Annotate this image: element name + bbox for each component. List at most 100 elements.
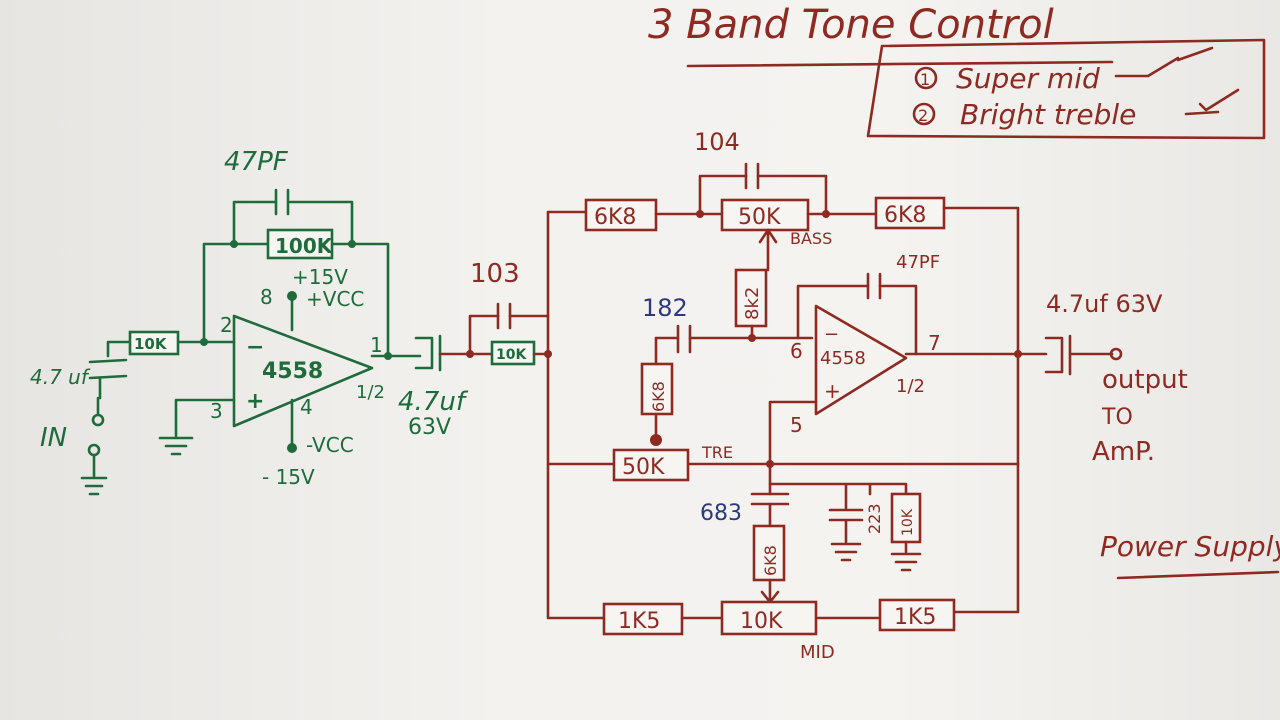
note-2-switch-icon	[1184, 88, 1240, 116]
note-1-number: 1	[920, 70, 930, 89]
tone-1k5-left-label: 1K5	[618, 609, 660, 634]
preamp-plus-sign: +	[246, 389, 264, 414]
power-supply-label: Power Supply	[1100, 530, 1280, 563]
mid-label: MID	[800, 642, 835, 663]
mid-pot	[720, 600, 818, 636]
preamp-input-cap-label: 4.7 uf	[30, 365, 91, 389]
note-super-mid: Super mid	[956, 62, 1100, 95]
tone-47pf-cap-icon	[866, 272, 882, 300]
tone-182-cap-icon	[676, 324, 692, 354]
junction-dot	[1014, 350, 1022, 358]
preamp-half-label: 1/2	[356, 382, 385, 403]
preamp-pin-8: 8	[260, 285, 273, 309]
preamp-opamp-triangle-icon	[232, 314, 374, 428]
input-terminal	[91, 413, 105, 427]
tone-104-label: 104	[694, 128, 740, 156]
output-cap-icon	[1044, 334, 1072, 376]
preamp-output-cap-label: 4.7uf	[398, 387, 469, 417]
preamp-47pf-wires	[232, 200, 354, 244]
tone-ic-label: 4558	[820, 348, 866, 369]
tone-683-label: 683	[700, 501, 742, 526]
preamp-pin-3: 3	[210, 399, 223, 423]
junction-dot	[200, 338, 208, 346]
tone-8k2-resistor	[734, 268, 768, 328]
preamp-ic-label: 4558	[262, 359, 323, 384]
ground-icon	[80, 454, 108, 496]
tone-683-cap-icon	[750, 492, 790, 506]
left-bus-wire	[546, 210, 606, 620]
tone-223-label: 223	[865, 503, 884, 534]
note-1-circle	[914, 66, 938, 90]
preamp-supply-neg: - 15V	[262, 465, 315, 489]
tone-noninv-wire	[768, 400, 818, 466]
tone-6k8-mid-label: 6K8	[761, 545, 780, 576]
preamp-vee-terminal	[287, 443, 297, 453]
treble-pot-label: 50K	[622, 455, 665, 480]
preamp-minus-sign: −	[246, 335, 264, 360]
tone-103-wires	[468, 314, 550, 356]
preamp-pin-4: 4	[300, 395, 313, 419]
output-cap-label: 4.7uf 63V	[1046, 290, 1163, 318]
junction-dot	[230, 240, 238, 248]
mid-res-ground-wire	[868, 482, 908, 496]
preamp-supply-pos: +15V	[292, 265, 348, 289]
bass-label: BASS	[790, 229, 832, 248]
tone-pin-7: 7	[928, 331, 941, 355]
preamp-10k-label: 10K	[134, 335, 168, 353]
schematic-title: 3 Band Tone Control	[648, 2, 1054, 48]
tone-opamp-triangle-icon	[814, 304, 908, 416]
mid-pot-label: 10K	[740, 609, 783, 634]
treble-pot	[612, 448, 690, 482]
note-1-switch-icon	[1114, 46, 1214, 78]
note-2-number: 2	[918, 106, 928, 125]
tone-47pf-label: 47PF	[896, 252, 940, 273]
note-bright-treble: Bright treble	[960, 98, 1136, 131]
mid-wiper-arrow-icon	[760, 578, 780, 604]
tone-104-cap-icon	[744, 162, 760, 190]
input-label: IN	[40, 423, 67, 453]
tone-half-label: 1/2	[896, 376, 925, 397]
bass-pot-label: 50K	[738, 205, 781, 230]
preamp-vcc-terminal	[287, 291, 297, 301]
preamp-100k-resistor	[266, 228, 334, 260]
tone-103-cap-icon	[496, 302, 512, 330]
preamp-vcc-pos: +VCC	[306, 287, 364, 311]
input-ground-terminal	[87, 443, 101, 457]
junction-dot	[384, 352, 392, 360]
ground-icon	[830, 542, 862, 562]
tone-1k5-right-resistor	[878, 598, 956, 632]
tone-1k5-left-resistor	[602, 602, 684, 636]
tone-223-cap-icon	[828, 508, 864, 544]
tone-103-label: 103	[470, 259, 520, 289]
tone-pin-6: 6	[790, 339, 803, 363]
preamp-100k-label: 100K	[275, 234, 334, 258]
right-bus-top	[942, 206, 1020, 614]
tone-pin-5: 5	[790, 413, 803, 437]
junction-dot	[348, 240, 356, 248]
tone-1k5-right-label: 1K5	[894, 605, 936, 630]
output-terminal	[1109, 347, 1123, 361]
output-line-2: TO	[1101, 405, 1133, 430]
tone-6k8-left-label: 6K8	[594, 205, 636, 230]
output-line-3: AmP.	[1092, 437, 1155, 467]
tone-6k8-treble-label: 6K8	[649, 381, 668, 412]
tone-10k-ground-resistor	[890, 492, 922, 544]
junction-dot	[650, 434, 662, 446]
preamp-ground-wire	[174, 398, 236, 438]
preamp-10k-resistor	[128, 330, 180, 356]
tone-8k2-label: 8k2	[742, 287, 763, 320]
tone-10k-label: 10K	[496, 347, 527, 363]
preamp-47pf-cap-icon	[274, 188, 290, 216]
preamp-pin-1: 1	[370, 333, 383, 357]
preamp-output-cap-icon	[414, 334, 442, 372]
treble-label: TRE	[701, 443, 733, 462]
tone-47pf-wires	[796, 284, 918, 356]
preamp-47pf-label: 47PF	[224, 147, 289, 177]
preamp-output-cap-voltage: 63V	[408, 415, 451, 440]
tone-182-label: 182	[642, 294, 688, 322]
bass-wiper-arrow-icon	[758, 228, 778, 272]
tone-10k-ground-label: 10K	[900, 508, 916, 536]
tone-minus-sign: −	[824, 324, 839, 345]
